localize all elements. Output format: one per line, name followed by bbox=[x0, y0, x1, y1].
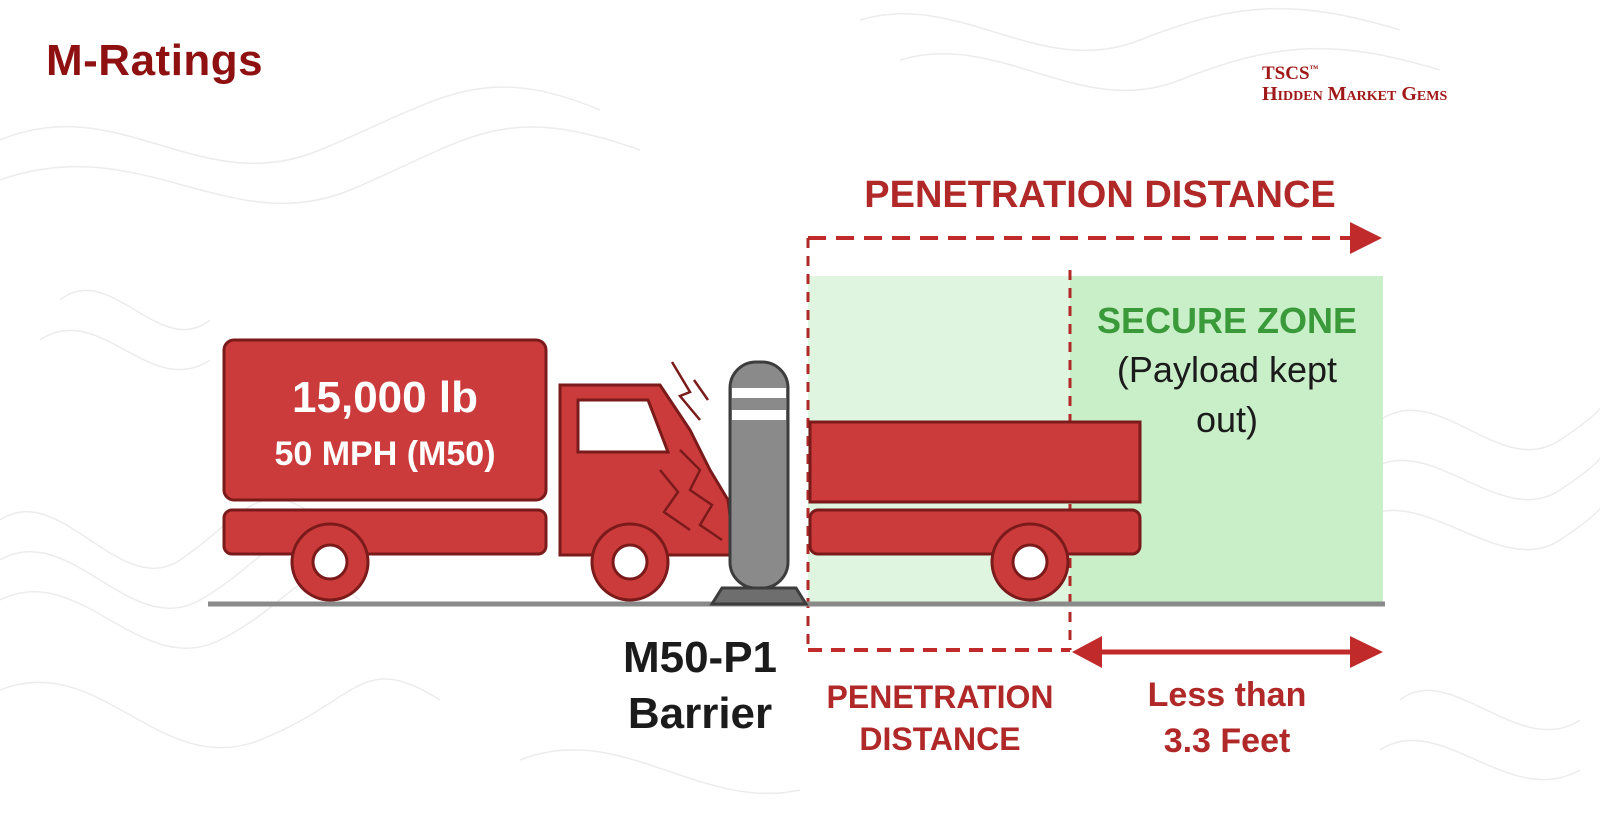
bollard-reflective-band-bottom bbox=[732, 410, 786, 420]
secure-zone-line1: (Payload kept bbox=[1117, 349, 1337, 390]
bollard-reflective-band-top bbox=[732, 388, 786, 398]
secure-zone-line2: out) bbox=[1196, 399, 1258, 440]
truck-cargo-box bbox=[222, 338, 548, 502]
rear-wheel-hub bbox=[311, 543, 349, 581]
truck-chassis-rear bbox=[222, 508, 548, 556]
limit-line1: Less than bbox=[1148, 676, 1307, 714]
brand-tagline: Hidden Market Gems bbox=[1262, 82, 1448, 105]
barrier-rating-label: M50-P1 bbox=[623, 633, 777, 682]
top-penetration-label: PENETRATION DISTANCE bbox=[864, 174, 1336, 216]
barrier-type-label: Barrier bbox=[628, 689, 772, 738]
front-wheel-hub bbox=[611, 543, 649, 581]
brand-logo: TSCS™ Hidden Market Gems bbox=[1262, 64, 1447, 105]
truck-speed-label: 50 MPH (M50) bbox=[274, 435, 495, 473]
truck-weight-label: 15,000 lb bbox=[292, 373, 478, 422]
payload-wheel-hub bbox=[1011, 543, 1049, 581]
bottom-penetration-line1: PENETRATION bbox=[827, 679, 1054, 715]
bottom-penetration-line2: DISTANCE bbox=[859, 721, 1020, 757]
truck-window bbox=[576, 398, 671, 454]
payload-truck-section bbox=[808, 420, 1142, 602]
payload-cargo-box bbox=[808, 420, 1142, 504]
limit-arrow-right-head bbox=[1350, 636, 1383, 668]
impact-truck: 15,000 lb 50 MPH (M50) bbox=[222, 338, 737, 602]
brand-name: TSCS™ bbox=[1262, 63, 1319, 84]
slide-title: M-Ratings bbox=[46, 36, 264, 85]
crumple-lines bbox=[659, 449, 723, 542]
bollard-barrier bbox=[709, 360, 809, 606]
secure-zone-title: SECURE ZONE bbox=[1097, 300, 1357, 341]
limit-line2: 3.3 Feet bbox=[1164, 722, 1291, 760]
top-arrow-head bbox=[1350, 222, 1382, 254]
trademark-mark: ™ bbox=[1309, 63, 1319, 74]
impact-spark-icon bbox=[670, 361, 710, 421]
payload-chassis bbox=[808, 508, 1142, 556]
limit-arrow-left-head bbox=[1072, 636, 1102, 668]
bollard-base bbox=[709, 586, 809, 606]
